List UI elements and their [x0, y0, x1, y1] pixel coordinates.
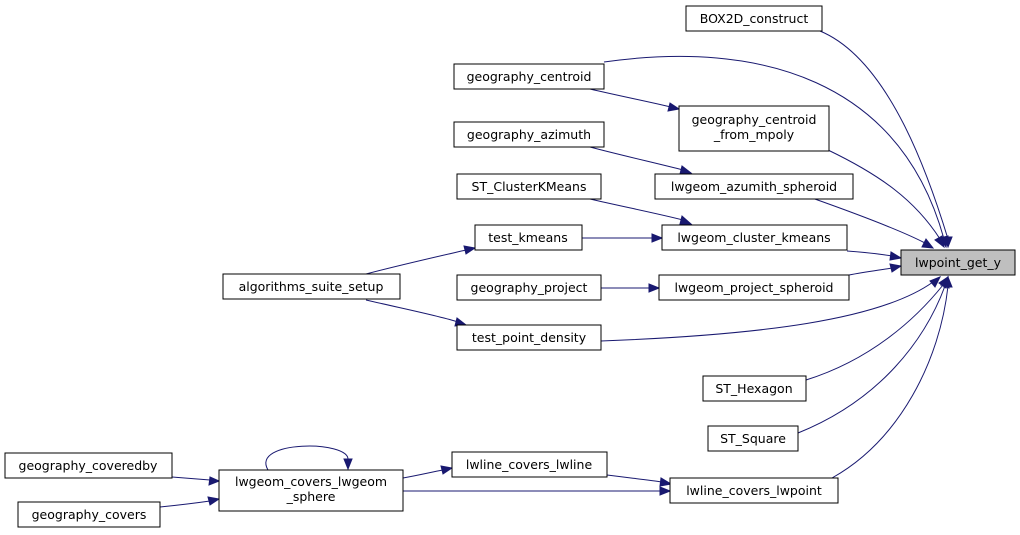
node-label: ST_Hexagon: [715, 381, 792, 396]
edges: [159, 30, 953, 508]
node-geography-covers[interactable]: geography_covers: [17, 501, 161, 528]
node-label: ST_Square: [720, 431, 786, 446]
arrowhead: [463, 245, 477, 255]
node-label: lwline_covers_lwpoint: [686, 483, 822, 498]
edge-cluster-kmeans-to-lwpoint-get-y: [846, 250, 893, 257]
edge-azumith-spheroid-to-lwpoint-get-y: [811, 197, 926, 244]
edge-project-spheroid-to-lwpoint-get-y: [848, 267, 893, 276]
arrowhead: [659, 486, 672, 496]
node-label: test_kmeans: [488, 230, 567, 245]
node-label: geography_centroid: [467, 69, 592, 84]
node-lwpoint-get-y[interactable]: lwpoint_get_y: [900, 249, 1016, 276]
edge-algorithms-suite-setup-to-test-kmeans: [365, 249, 467, 275]
arrowhead: [659, 477, 673, 487]
arrowhead: [679, 165, 693, 175]
arrowhead: [667, 102, 681, 112]
node-label: geography_project: [471, 280, 588, 295]
edge-covers-sphere-to-lwline-covers-lwline: [402, 469, 444, 479]
edge-centroid-mpoly-to-lwpoint-get-y: [827, 149, 941, 240]
arrowhead: [679, 215, 693, 225]
arrowhead: [943, 275, 953, 288]
arrowhead: [921, 238, 935, 249]
node-label: lwgeom_cluster_kmeans: [677, 230, 830, 245]
node-label: geography_centroid: [692, 112, 817, 127]
node-label: lwgeom_project_spheroid: [674, 280, 833, 295]
edge-geography-coveredby-to-covers-sphere: [171, 476, 211, 481]
node-label: _sphere: [286, 489, 336, 504]
node-geography-coveredby[interactable]: geography_coveredby: [4, 452, 173, 479]
node-st-square[interactable]: ST_Square: [707, 425, 799, 452]
node-label: lwgeom_azumith_spheroid: [671, 179, 837, 194]
node-label: lwgeom_covers_lwgeom: [235, 474, 387, 489]
arrowhead: [651, 233, 664, 243]
node-label: test_point_density: [472, 330, 587, 345]
arrowhead: [934, 235, 945, 249]
arrowhead: [929, 276, 942, 288]
edge-st-clusterkmeans-to-cluster-kmeans: [589, 198, 684, 221]
arrowhead: [207, 496, 221, 506]
node-st-clusterkmeans[interactable]: ST_ClusterKMeans: [456, 173, 602, 200]
edge-geography-centroid-to-centroid-mpoly: [589, 88, 672, 108]
node-algorithms-suite-setup[interactable]: algorithms_suite_setup: [222, 273, 401, 300]
node-label: geography_azimuth: [467, 127, 591, 142]
node-label: lwline_covers_lwline: [466, 457, 593, 472]
node-label: geography_coveredby: [19, 458, 159, 473]
edge-box2d-construct-to-lwpoint-get-y: [819, 30, 949, 240]
edge-geography-covers-to-covers-sphere: [159, 500, 211, 508]
edge-test-point-density-to-lwpoint-get-y: [600, 281, 934, 342]
edge-covers-lwpoint-to-lwpoint-get-y: [831, 285, 949, 479]
node-box2d-construct[interactable]: BOX2D_construct: [685, 5, 823, 32]
edge-st-hexagon-to-lwpoint-get-y: [805, 284, 944, 381]
node-geography-project[interactable]: geography_project: [456, 274, 602, 301]
node-lwline-covers-lwpoint[interactable]: lwline_covers_lwpoint: [669, 477, 839, 504]
node-lwgeom-cluster-kmeans[interactable]: lwgeom_cluster_kmeans: [661, 224, 848, 251]
node-label: ST_ClusterKMeans: [472, 179, 587, 194]
arrowhead: [440, 465, 454, 475]
edge-lwline-covers-lwline-to-covers-lwpoint: [606, 474, 663, 483]
arrowhead: [208, 476, 221, 486]
edge-geography-azimuth-to-azumith-spheroid: [589, 146, 684, 171]
arrowhead: [889, 263, 903, 273]
node-lwgeom-covers-lwgeom-sphere[interactable]: lwgeom_covers_lwgeom _sphere: [218, 469, 404, 512]
edge-geography-centroid-to-lwpoint-get-y: [603, 55, 945, 240]
edge-st-square-to-lwpoint-get-y: [797, 285, 946, 434]
node-lwline-covers-lwline[interactable]: lwline_covers_lwline: [451, 451, 608, 478]
node-label: geography_covers: [32, 507, 147, 522]
node-geography-centroid[interactable]: geography_centroid: [453, 63, 605, 90]
nodes: lwpoint_get_y BOX2D_construct geography_…: [4, 5, 1016, 528]
node-geography-centroid-from-mpoly[interactable]: geography_centroid _from_mpoly: [678, 105, 830, 152]
node-label: BOX2D_construct: [700, 11, 809, 26]
node-lwgeom-azumith-spheroid[interactable]: lwgeom_azumith_spheroid: [654, 173, 854, 200]
node-label: lwpoint_get_y: [915, 255, 1002, 270]
edge-algorithms-suite-setup-to-test-point-density: [365, 299, 459, 323]
node-lwgeom-project-spheroid[interactable]: lwgeom_project_spheroid: [658, 274, 850, 301]
arrowhead: [648, 283, 661, 293]
node-label: algorithms_suite_setup: [239, 279, 384, 294]
arrowhead: [343, 458, 353, 471]
node-label: _from_mpoly: [713, 127, 795, 142]
arrowhead: [889, 251, 903, 261]
node-geography-azimuth[interactable]: geography_azimuth: [453, 121, 605, 148]
node-test-point-density[interactable]: test_point_density: [456, 324, 602, 351]
edge-covers-sphere-self-loop: [265, 445, 349, 471]
node-test-kmeans[interactable]: test_kmeans: [474, 224, 583, 251]
node-st-hexagon[interactable]: ST_Hexagon: [702, 375, 807, 402]
